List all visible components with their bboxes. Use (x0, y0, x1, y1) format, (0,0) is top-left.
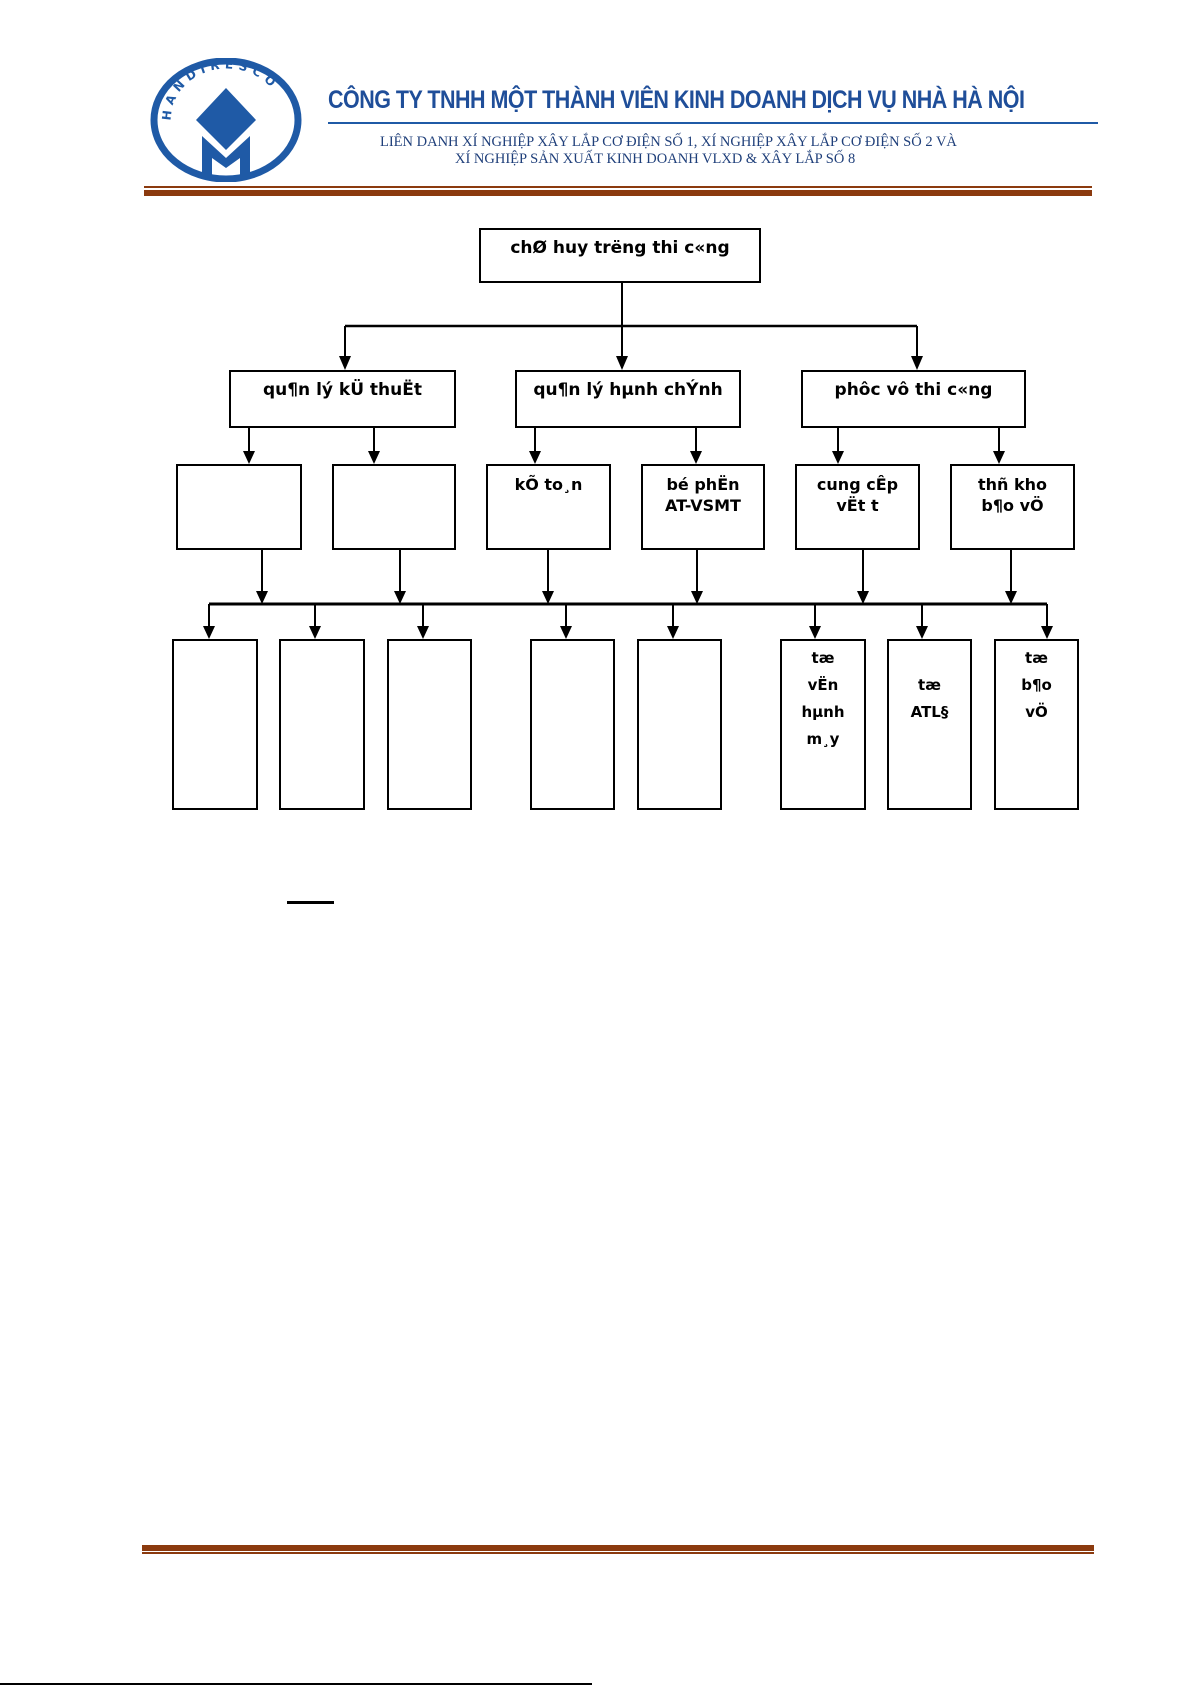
node-label: b¶o (1021, 676, 1052, 694)
org-node-l4-4 (530, 639, 615, 810)
node-label: ATL§ (910, 703, 949, 721)
node-label: chØ huy tr­ëng thi c«ng (510, 238, 730, 258)
node-label: b¶o vÖ (981, 496, 1044, 515)
node-label: vËt t­ (836, 496, 879, 515)
company-name: CÔNG TY TNHH MỘT THÀNH VIÊN KINH DOANH D… (328, 86, 1025, 114)
org-node-site-commander: chØ huy tr­ëng thi c«ng (479, 228, 761, 283)
node-label: vÖ (1025, 703, 1048, 721)
node-label: tæ (811, 649, 835, 667)
subtitle-line2: XÍ NGHIỆP SẢN XUẤT KINH DOANH VLXD & XÂY… (455, 151, 856, 167)
node-label: qu¶n lý kÜ thuËt (262, 380, 423, 400)
org-node-l4-2 (279, 639, 365, 810)
subtitle-line1: LIÊN DANH XÍ NGHIỆP XÂY LẮP CƠ ĐIỆN SỐ 1… (380, 134, 957, 150)
org-node-l4-5 (637, 639, 722, 810)
page-edge-line (0, 1683, 592, 1685)
node-label: tæ (918, 676, 941, 694)
node-label: thñ kho (977, 475, 1048, 494)
org-node-l4-3 (387, 639, 472, 810)
org-node-l3-1 (176, 464, 302, 550)
node-label: cung cÊp (816, 475, 899, 494)
footer-rule-thick (142, 1545, 1094, 1551)
short-underline (287, 901, 334, 904)
title-underline (328, 122, 1098, 124)
org-node-accounting: kÕ to¸n (486, 464, 611, 550)
node-label: kÕ to¸n (514, 475, 583, 494)
node-label: tæ (1025, 649, 1048, 667)
org-node-storekeeper-security: thñ kho b¶o vÖ (950, 464, 1075, 550)
node-label: bé phËn (666, 475, 740, 494)
org-node-l3-2 (332, 464, 456, 550)
org-node-labor-safety-team: tæ ATL§ (887, 639, 972, 810)
node-label: AT-VSMT (665, 496, 741, 515)
org-node-administration: qu¶n lý hµnh chÝnh (515, 370, 741, 428)
header-rule-thin (144, 186, 1092, 188)
node-label: hµnh (801, 703, 845, 721)
org-node-l4-1 (172, 639, 258, 810)
node-label: vËn (807, 676, 839, 694)
node-label: m¸y (806, 730, 840, 748)
node-label: phôc vô thi c«ng (834, 380, 993, 400)
org-node-technical-management: qu¶n lý kÜ thuËt (229, 370, 456, 428)
header-rule-thick (144, 190, 1092, 196)
node-label: qu¶n lý hµnh chÝnh (533, 380, 723, 400)
handiresco-logo: HANDIRESCO (150, 58, 302, 182)
org-node-security-team: tæ b¶o vÖ (994, 639, 1079, 810)
org-node-construction-support: phôc vô thi c«ng (801, 370, 1026, 428)
footer-rule-thin (142, 1552, 1094, 1554)
org-node-machine-operation-team: tæ vËn hµnh m¸y (780, 639, 866, 810)
org-node-material-supply: cung cÊp vËt t­ (795, 464, 920, 550)
